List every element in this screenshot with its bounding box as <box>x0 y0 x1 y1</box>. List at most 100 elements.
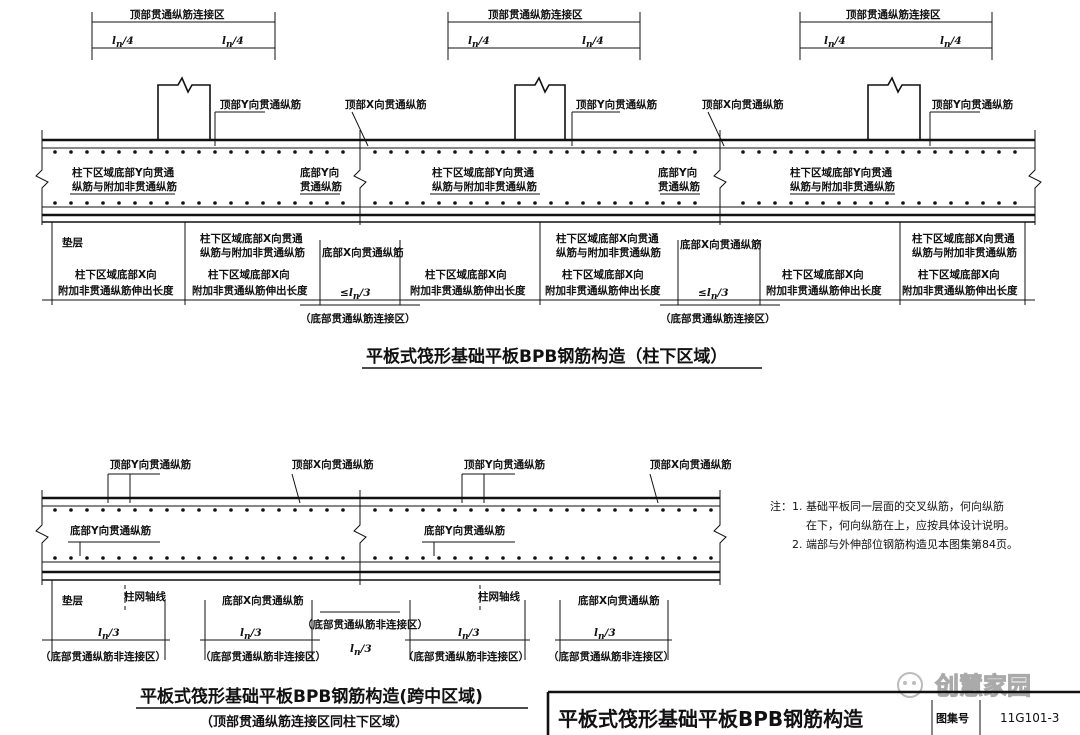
rebar-dot <box>693 508 697 512</box>
rebar-dot <box>389 556 393 560</box>
rebar-dot <box>213 150 217 154</box>
rebar-dot <box>613 201 617 205</box>
rebar-dot <box>517 201 521 205</box>
rebar-dot <box>613 508 617 512</box>
title-block-main: 平板式筏形基础平板BPB钢筋构造 <box>558 707 864 731</box>
rebar-dot <box>949 201 953 205</box>
rebar-dot <box>821 150 825 154</box>
rebar-dot <box>581 150 585 154</box>
rebar-dot <box>533 201 537 205</box>
rebar-dot <box>133 201 137 205</box>
rebar-dot <box>421 508 425 512</box>
cushion-label: 垫层 <box>62 594 83 607</box>
rebar-dot <box>565 150 569 154</box>
rebar-dot <box>997 201 1001 205</box>
rebar-dot <box>581 556 585 560</box>
bottom-x-bar-label: 底部X向贯通纵筋 <box>578 594 660 607</box>
bottom-diagram-subtitle: （顶部贯通纵筋连接区同柱下区域） <box>200 714 408 730</box>
col-zone-x-label: 纵筋与附加非贯通纵筋 <box>912 246 1017 259</box>
rebar-dot <box>821 201 825 205</box>
grid-axis-label: 柱网轴线 <box>124 590 166 603</box>
bottom-leaders-top <box>107 473 659 504</box>
rebar-dot <box>341 508 345 512</box>
rebar-dot <box>517 508 521 512</box>
ext-length-label: 柱下区域底部X向 <box>562 268 644 281</box>
bottom-connection-zone-label: （底部贯通纵筋连接区） <box>300 312 416 325</box>
bottom-x-bar-label: 底部X向贯通纵筋 <box>680 238 762 251</box>
rebar-dot <box>309 556 313 560</box>
top-x-bar-label: 顶部X向贯通纵筋 <box>650 458 732 471</box>
rebar-dot <box>597 508 601 512</box>
rebar-dot <box>213 508 217 512</box>
rebar-dot <box>373 556 377 560</box>
rebar-dot <box>853 150 857 154</box>
ext-length-label: 柱下区域底部X向 <box>208 268 290 281</box>
rebar-dot <box>837 201 841 205</box>
top-connection-zone-label: 顶部贯通纵筋连接区 <box>488 8 583 21</box>
rebar-dot <box>469 201 473 205</box>
col-zone-x-label: 柱下区域底部X向贯通 <box>200 232 303 245</box>
rebar-dot <box>389 508 393 512</box>
rebar-dot <box>437 508 441 512</box>
rebar-dot <box>693 556 697 560</box>
rebar-dot <box>997 150 1001 154</box>
ln3-label: ln/3 <box>240 627 262 642</box>
rebar-dot <box>853 201 857 205</box>
cushion-label: 垫层 <box>62 236 83 249</box>
bottom-diagram-title: 平板式筏形基础平板BPB钢筋构造(跨中区域) <box>140 686 483 707</box>
rebar-dot <box>325 508 329 512</box>
col-zone-x-label: 纵筋与附加非贯通纵筋 <box>556 246 661 259</box>
top-y-bar-label: 顶部Y向贯通纵筋 <box>220 98 302 111</box>
rebar-dot <box>693 150 697 154</box>
rebar-dot <box>645 150 649 154</box>
col-zone-y-label: 柱下区域底部Y向贯通 <box>432 166 535 179</box>
rebar-dot <box>645 508 649 512</box>
rebar-dot <box>149 556 153 560</box>
rebar-dot <box>261 201 265 205</box>
rebar-dot <box>453 508 457 512</box>
rebar-dot <box>309 508 313 512</box>
col-zone-y-label: 柱下区域底部Y向贯通 <box>790 166 893 179</box>
rebar-dot <box>69 150 73 154</box>
rebar-dot <box>741 201 745 205</box>
rebar-dot <box>501 556 505 560</box>
top-x-bar-label: 顶部X向贯通纵筋 <box>292 458 374 471</box>
rebar-dot <box>485 201 489 205</box>
rebar-dot <box>181 201 185 205</box>
rebar-dot <box>117 150 121 154</box>
notes: 注： 1. 基础平板同一层面的交叉纵筋，何向纵筋 在下，何向纵筋在上，应按具体设… <box>770 499 1018 551</box>
rebar-dot <box>757 201 761 205</box>
ext-length-label: 附加非贯通纵筋伸出长度 <box>58 284 174 297</box>
rebar-dot <box>405 201 409 205</box>
top-x-bar-label: 顶部X向贯通纵筋 <box>702 98 784 111</box>
col-zone-y-label: 柱下区域底部Y向贯通 <box>72 166 175 179</box>
rebar-dot <box>805 150 809 154</box>
ext-length-label: 附加非贯通纵筋伸出长度 <box>545 284 661 297</box>
rebar-dot <box>197 201 201 205</box>
rebar-dot <box>501 150 505 154</box>
non-connection-zone-label: （底部贯通纵筋非连接区） <box>302 618 428 631</box>
rebar-dot <box>533 556 537 560</box>
ln3-label: ln/3 <box>594 627 616 642</box>
rebar-dot <box>405 150 409 154</box>
rebar-dot <box>677 508 681 512</box>
notes-line-2: 在下，何向纵筋在上，应按具体设计说明。 <box>806 518 1015 532</box>
rebar-dot <box>341 201 345 205</box>
rebar-dot <box>325 201 329 205</box>
ln4-label: ln/4 <box>824 35 846 50</box>
rebar-dot <box>661 508 665 512</box>
rebar-dot <box>293 201 297 205</box>
rebar-dot <box>597 201 601 205</box>
top-connection-zone-3: 顶部贯通纵筋连接区 ln/4 ln/4 <box>799 8 993 60</box>
ln4-label: ln/4 <box>112 35 134 50</box>
rebar-dot <box>933 150 937 154</box>
bottom-y-label: 贯通纵筋 <box>300 180 342 193</box>
bottom-diagram: 顶部Y向贯通纵筋 顶部X向贯通纵筋 顶部Y向贯通纵筋 顶部X向贯通纵筋 底部Y向… <box>35 458 732 730</box>
rebar-dot <box>485 556 489 560</box>
top-diagram-title: 平板式筏形基础平板BPB钢筋构造（柱下区域） <box>366 346 727 367</box>
rebar-dot <box>677 150 681 154</box>
col-zone-x-label: 柱下区域底部X向贯通 <box>556 232 659 245</box>
top-connection-zone-1: 顶部贯通纵筋连接区 ln/4 ln/4 <box>91 8 276 60</box>
rebar-dot <box>917 150 921 154</box>
top-diagram: 顶部贯通纵筋连接区 ln/4 ln/4 顶部贯通纵筋连接区 ln/4 ln/4 … <box>35 8 1042 369</box>
